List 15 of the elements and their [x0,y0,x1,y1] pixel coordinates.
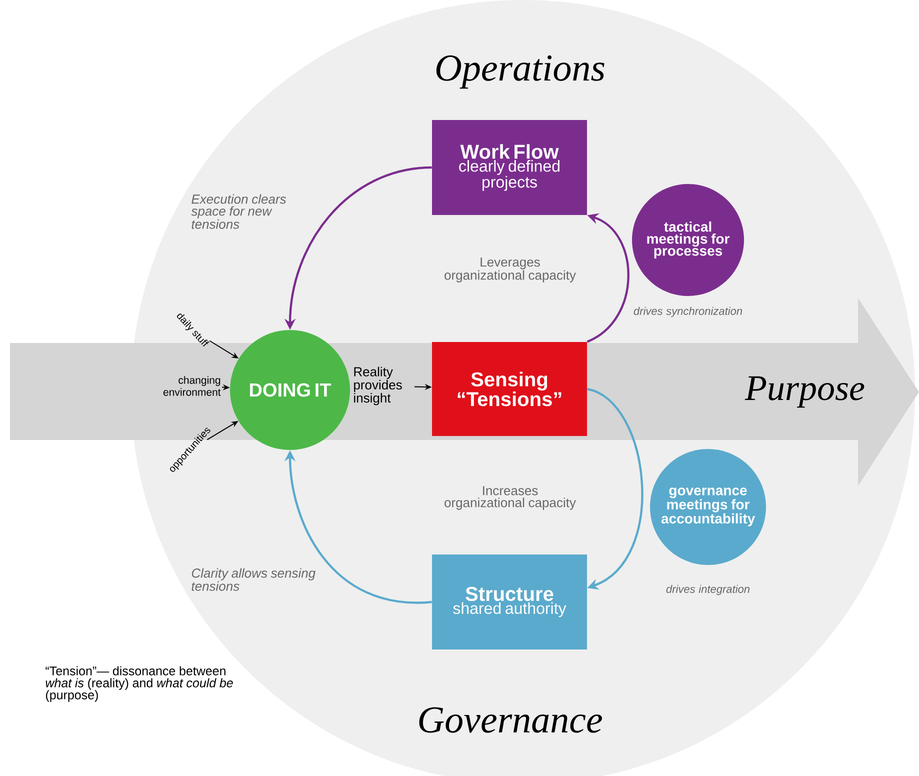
work-flow-box: Work Flow clearly defined projects [432,120,587,215]
definition-note: “Tension”— dissonance between what is (reality) and what could be (purpose) [46,666,233,702]
heading: Governance [419,707,602,733]
insight-text: Reality provides insight [354,366,402,406]
structure-box: Structure shared authority [432,554,587,650]
node-label: drives integration [666,584,750,596]
note-text: Leverages organizational capacity [444,258,576,282]
input-text: changing environment [163,376,221,396]
note-text: Execution clears space for new tensions [191,194,286,229]
node-label: drives synchronization [634,306,742,318]
sensing-box: Sensing “Tensions” [432,342,587,436]
heading: Operations [436,55,604,89]
note-text: Increases organizational capacity [444,486,576,510]
note-text: Clarity allows sensing tensions [192,568,316,591]
arrow [586,388,644,590]
